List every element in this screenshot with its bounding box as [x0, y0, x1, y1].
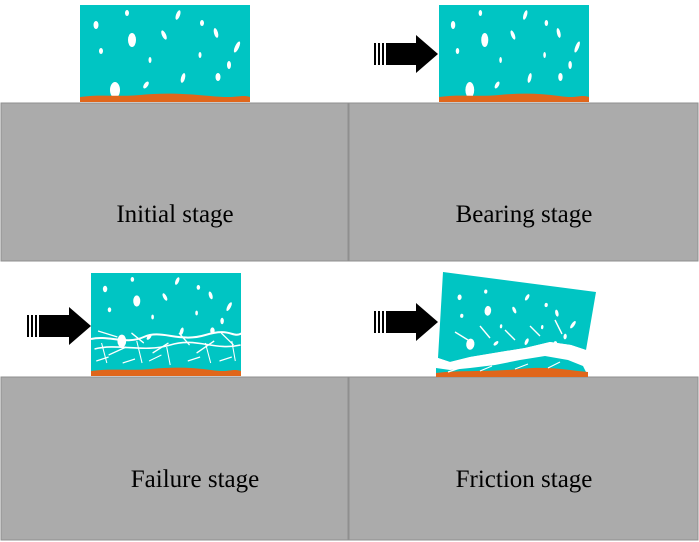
- load-arrow-icon: [374, 303, 438, 341]
- base-block: [348, 102, 699, 262]
- base-block: [0, 102, 349, 262]
- panel-initial-stage: Initial stage: [0, 5, 349, 262]
- specimen-block: [80, 5, 250, 102]
- base-block: [348, 376, 699, 541]
- bond-layer: [436, 367, 588, 377]
- panel-bearing-stage: Bearing stage: [348, 5, 699, 262]
- through-crack: [436, 342, 586, 370]
- base-block: [0, 376, 349, 541]
- microcracks: [454, 319, 563, 341]
- load-arrow-icon: [374, 35, 438, 73]
- specimen-block: [439, 5, 589, 102]
- stage-label: Friction stage: [456, 466, 593, 493]
- panel-friction-stage: Friction stage: [348, 272, 699, 541]
- bond-layer: [80, 93, 250, 102]
- load-arrow-icon: [27, 307, 91, 345]
- stage-label: Initial stage: [116, 201, 233, 228]
- microcracks: [447, 361, 561, 373]
- stage-label: Failure stage: [131, 466, 259, 493]
- specimen-block-upper: [438, 272, 596, 362]
- stage-label: Bearing stage: [456, 201, 593, 228]
- specimen-block: [90, 273, 244, 376]
- panel-failure-stage: Failure stage: [0, 273, 349, 541]
- bond-layer: [91, 367, 241, 376]
- bond-layer: [439, 93, 589, 102]
- specimen-block-lower: [436, 356, 588, 377]
